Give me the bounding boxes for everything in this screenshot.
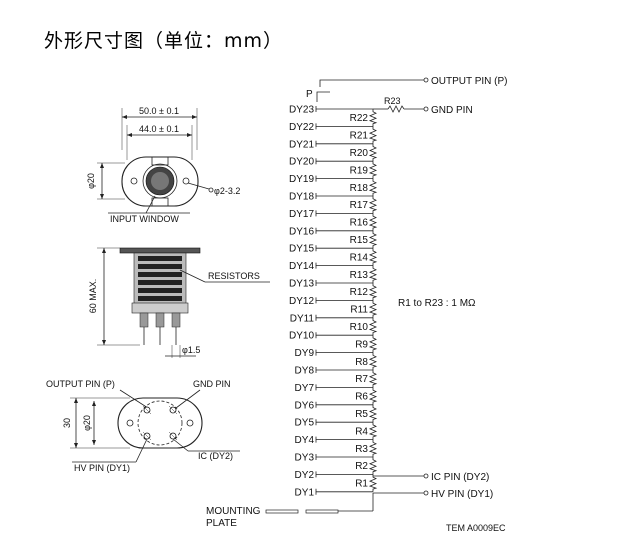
resistor-symbol [368, 230, 378, 249]
side-view: 60 MAX. RESISTORS φ1.5 [88, 247, 270, 358]
dynode-label: DY10 [289, 331, 314, 342]
resistor-label: R6 [355, 392, 368, 403]
bottom-dim-30: 30 [62, 418, 72, 428]
resistor-label: R2 [355, 461, 368, 472]
resistor-symbol [368, 213, 378, 231]
output-pin-label: OUTPUT PIN (P) [431, 76, 507, 87]
resistor-label: R3 [355, 444, 368, 455]
dim-height: φ20 [86, 173, 96, 189]
mounting-plate-label-2: PLATE [206, 518, 237, 529]
doc-code: TEM A0009EC [446, 523, 506, 533]
resistor-symbol [368, 265, 378, 283]
input-window-label: INPUT WINDOW [110, 214, 179, 224]
resistor-symbol [368, 422, 378, 440]
dynode-label: DY3 [295, 453, 315, 464]
resistor-label: R4 [355, 426, 368, 437]
dynode-label: DY6 [295, 400, 315, 411]
resistor-symbol [368, 352, 378, 370]
dim-inner-width: 44.0 ± 0.1 [139, 124, 179, 134]
bottom-dim-20: φ20 [82, 415, 92, 431]
resistor-symbol [368, 109, 378, 127]
dynode-label: DY1 [295, 487, 315, 498]
resistor-symbol [368, 317, 378, 336]
bottom-hv-pin-label: HV PIN (DY1) [74, 463, 130, 473]
resistor-symbol [368, 370, 378, 388]
height-max-label: 60 MAX. [88, 279, 98, 314]
dynode-label: DY14 [289, 261, 314, 272]
dynode-label: DY13 [289, 279, 314, 290]
dynode-label: DY2 [295, 470, 315, 481]
resistor-label: R7 [355, 374, 368, 385]
dynode-label: DY12 [289, 296, 314, 307]
resistor-label: R1 [355, 479, 368, 490]
pin-diameter-label: φ1.5 [182, 345, 200, 355]
resistor-symbol [368, 196, 378, 214]
resistor-symbol [368, 283, 378, 301]
page-title: 外形尺寸图（单位：mm） [44, 30, 284, 52]
resistor-label: R8 [355, 357, 368, 368]
dynode-label: DY23 [289, 105, 314, 116]
resistor-label: R5 [355, 409, 368, 420]
resistor-symbol [368, 404, 378, 423]
resistor-symbol [368, 439, 378, 457]
resistor-label: R12 [350, 287, 369, 298]
resistor-label: R13 [350, 270, 369, 281]
resistor-symbol [368, 161, 378, 179]
bottom-ic-label: IC (DY2) [198, 451, 233, 461]
resistor-label: R17 [350, 200, 369, 211]
dynode-label: DY21 [289, 139, 314, 150]
resistor-label: R19 [350, 165, 369, 176]
dim-outer-width: 50.0 ± 0.1 [139, 106, 179, 116]
resistor-label: R21 [350, 131, 369, 142]
resistor-label: R9 [355, 339, 368, 350]
dynode-label: DY4 [295, 435, 315, 446]
dynode-label: DY8 [295, 366, 315, 377]
dynode-label: DY5 [295, 418, 315, 429]
schematic: P OUTPUT PIN (P) R23 GND PIN DY23DY22DY2… [206, 76, 507, 533]
dynode-label: DY17 [289, 209, 314, 220]
dynode-label: DY15 [289, 244, 314, 255]
resistor-symbol [368, 178, 378, 196]
resistor-symbol [368, 387, 378, 405]
resistor-label: R10 [350, 322, 369, 333]
dynode-label: DY20 [289, 157, 314, 168]
dynode-label: DY19 [289, 174, 314, 185]
dynode-label: DY18 [289, 192, 314, 203]
dynode-label: DY7 [295, 383, 315, 394]
resistor-symbol [368, 335, 378, 353]
dynode-label: DY9 [295, 348, 315, 359]
p-label: P [306, 89, 313, 100]
dynode-label: DY16 [289, 226, 314, 237]
bottom-output-pin-label: OUTPUT PIN (P) [46, 379, 115, 389]
hole-label: φ2-3.2 [214, 186, 240, 196]
resistor-symbol [368, 457, 378, 475]
resistor-label: R20 [350, 148, 369, 159]
resistor-label: R14 [350, 252, 369, 263]
hv-pin-label: HV PIN (DY1) [431, 489, 493, 500]
top-view: 50.0 ± 0.1 44.0 ± 0.1 φ20 φ2-3.2 INPUT W… [86, 106, 240, 224]
resistor-symbol [368, 474, 378, 492]
resistor-label: R22 [350, 113, 369, 124]
resistor-symbol [368, 248, 378, 266]
resistor-label: R15 [350, 235, 369, 246]
dynode-label: DY22 [289, 122, 314, 133]
resistor-symbol [368, 143, 378, 162]
resistor-symbol [368, 300, 378, 318]
resistor-symbol [368, 126, 378, 144]
resistor-label: R18 [350, 183, 369, 194]
mounting-plate-label-1: MOUNTING [206, 506, 261, 517]
dynode-label: DY11 [290, 313, 315, 324]
resistor-label: R16 [350, 218, 369, 229]
resistors-label: RESISTORS [208, 271, 260, 281]
r23-label: R23 [384, 96, 401, 106]
gnd-pin-label: GND PIN [431, 105, 473, 116]
bottom-view: OUTPUT PIN (P) GND PIN 30 φ20 HV PIN (DY… [46, 379, 240, 473]
resistor-label: R11 [350, 305, 368, 316]
bottom-gnd-pin-label: GND PIN [193, 379, 231, 389]
ic-pin-label: IC PIN (DY2) [431, 472, 489, 483]
resistance-note: R1 to R23 : 1 MΩ [398, 298, 476, 309]
